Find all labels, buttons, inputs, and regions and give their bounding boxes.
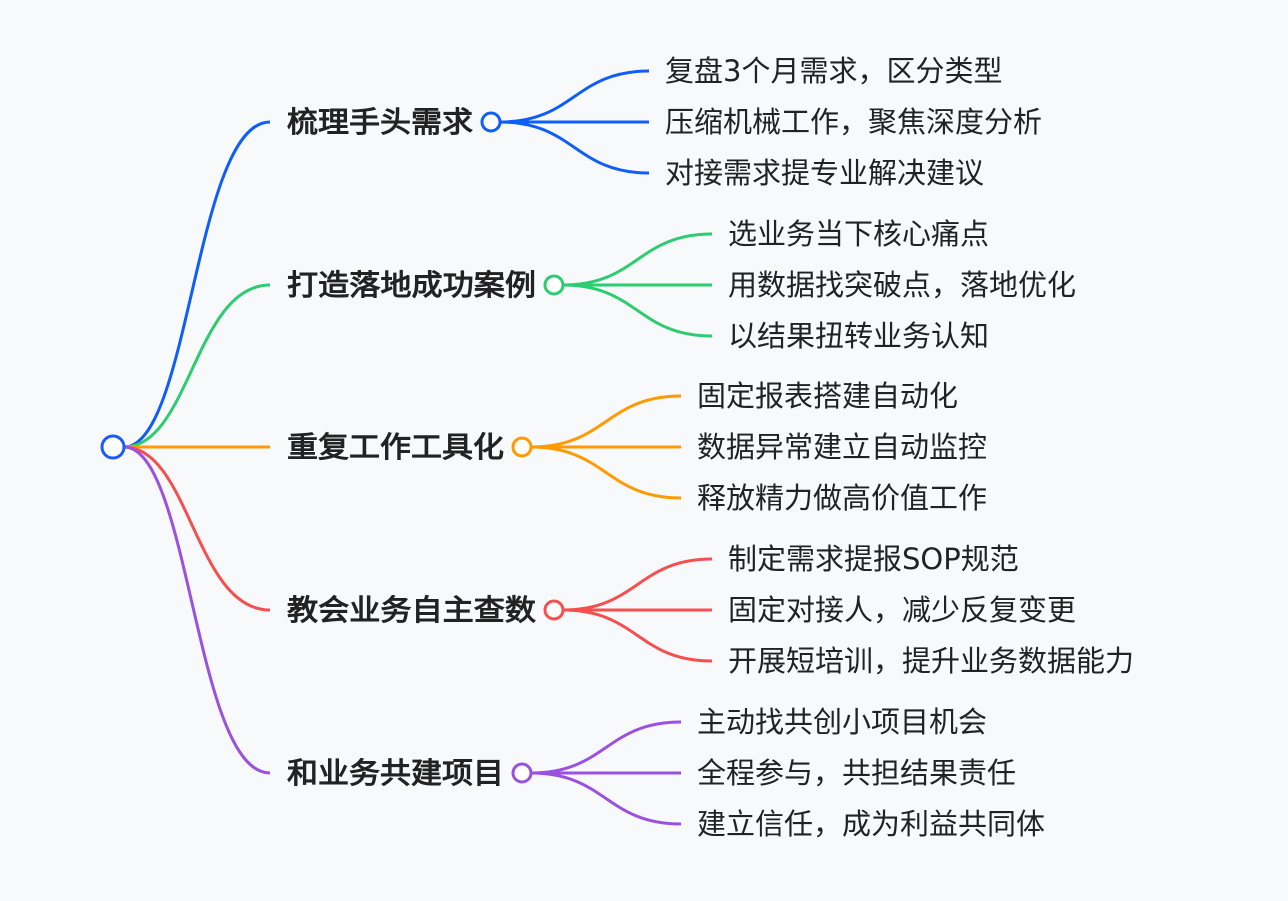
leaf-connector <box>499 69 650 124</box>
leaf-connector <box>562 608 713 663</box>
leaf-connector <box>530 771 682 826</box>
leaf-label[interactable]: 主动找共创小项目机会 <box>697 705 987 739</box>
leaf-connector <box>562 557 713 612</box>
collapse-toggle-icon[interactable] <box>543 274 565 296</box>
leaf-label[interactable]: 对接需求提专业解决建议 <box>665 156 984 190</box>
branch-connector <box>123 120 271 449</box>
leaf-connector <box>530 720 682 775</box>
leaf-label[interactable]: 压缩机械工作，聚焦深度分析 <box>665 105 1042 139</box>
leaf-label[interactable]: 固定对接人，减少反复变更 <box>728 593 1076 627</box>
leaf-connector <box>562 283 713 338</box>
branch-connector <box>123 445 271 775</box>
leaf-label[interactable]: 以结果扭转业务认知 <box>728 319 989 353</box>
leaf-label[interactable]: 复盘3个月需求，区分类型 <box>665 54 1002 88</box>
leaf-label[interactable]: 建立信任，成为利益共同体 <box>697 807 1045 841</box>
leaf-label[interactable]: 开展短培训，提升业务数据能力 <box>728 644 1134 678</box>
leaf-label[interactable]: 释放精力做高价值工作 <box>697 481 987 515</box>
leaf-label[interactable]: 制定需求提报SOP规范 <box>728 542 1019 576</box>
branch-label[interactable]: 和业务共建项目 <box>287 756 504 790</box>
leaf-label[interactable]: 全程参与，共担结果责任 <box>697 756 1016 790</box>
leaf-label[interactable]: 选业务当下核心痛点 <box>728 217 989 251</box>
leaf-label[interactable]: 数据异常建立自动监控 <box>697 430 987 464</box>
leaf-label[interactable]: 固定报表搭建自动化 <box>697 379 958 413</box>
leaf-connector <box>499 120 650 175</box>
collapse-toggle-icon[interactable] <box>480 111 502 133</box>
leaf-connector <box>530 445 682 500</box>
branch-label[interactable]: 梳理手头需求 <box>287 105 473 139</box>
collapse-toggle-icon[interactable] <box>511 436 533 458</box>
branch-label[interactable]: 重复工作工具化 <box>287 430 504 464</box>
leaf-connector <box>530 394 682 449</box>
branch-label[interactable]: 打造落地成功案例 <box>287 268 536 302</box>
branch-connector <box>123 445 271 612</box>
root-node-icon[interactable] <box>100 434 126 460</box>
leaf-connector <box>562 232 713 287</box>
collapse-toggle-icon[interactable] <box>511 762 533 784</box>
branch-connector <box>123 283 271 449</box>
branch-label[interactable]: 教会业务自主查数 <box>287 593 537 627</box>
collapse-toggle-icon[interactable] <box>543 599 565 621</box>
leaf-label[interactable]: 用数据找突破点，落地优化 <box>728 268 1076 302</box>
